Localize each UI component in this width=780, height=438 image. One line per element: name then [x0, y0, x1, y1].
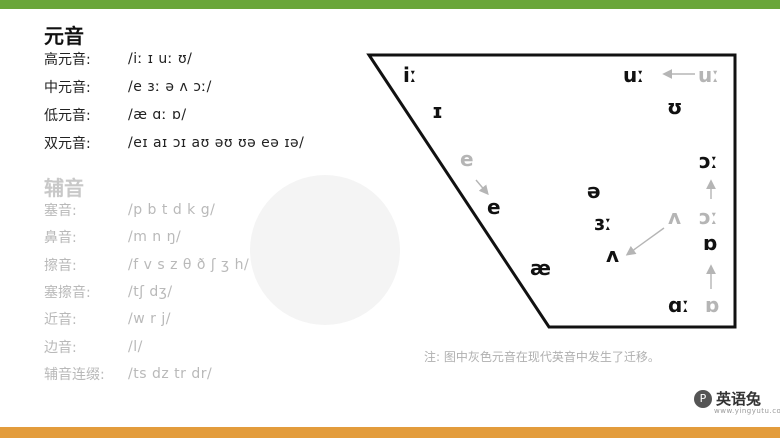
consonant-label: 近音:	[44, 312, 77, 329]
consonant-label: 擦音:	[44, 257, 77, 274]
consonant-ipa: /l/	[128, 338, 143, 355]
consonants-heading: 辅音	[44, 176, 84, 200]
vowel-ipa: /eɪ aɪ ɔɪ aʊ əʊ ʊə eə ɪə/	[128, 135, 305, 151]
vowel-symbol-or-old: ɔː	[699, 205, 718, 229]
vowel-symbol-I: ɪ	[432, 99, 443, 123]
consonant-row: 擦音: /f v s z θ ð ʃ ʒ h/	[44, 254, 249, 276]
brand-logo: P 英语兔	[694, 388, 761, 409]
consonant-ipa: /ts dz tr dr/	[128, 365, 213, 382]
vowel-symbol-i: iː	[403, 63, 417, 87]
logo-name: 英语兔	[716, 390, 762, 408]
vowel-label: 双元音:	[44, 136, 91, 152]
consonant-row: 近音: /w r j/	[44, 308, 171, 330]
vowel-symbol-ae: æ	[530, 256, 551, 280]
shift-arrow-e	[475, 179, 489, 196]
vowel-symbol-u-old: uː	[698, 63, 719, 87]
vowel-row: 低元音: /æ ɑː ɒ/	[44, 104, 187, 126]
logo-mark-icon: P	[694, 389, 712, 408]
vowel-row: 中元音: /e ɜː ə ʌ ɔː/	[44, 76, 212, 98]
vowel-symbol-wedge-old: ʌ	[668, 205, 681, 229]
bottom-accent-bar	[0, 427, 780, 438]
consonant-label: 鼻音:	[44, 230, 77, 247]
consonant-label: 边音:	[44, 339, 77, 356]
vowel-ipa: /iː ɪ uː ʊ/	[128, 51, 193, 67]
vowel-symbol-er: ɜː	[594, 211, 612, 235]
vowel-label: 低元音:	[44, 108, 91, 124]
consonant-row: 塞音: /p b t d k g/	[44, 199, 215, 221]
vowel-symbol-schwa: ə	[587, 179, 601, 203]
consonant-label: 塞音:	[44, 203, 77, 219]
vowel-symbol-wedge: ʌ	[606, 243, 619, 267]
vowels-heading: 元音	[44, 24, 84, 48]
consonant-row: 辅音连缀: /ts dz tr dr/	[44, 363, 212, 385]
vowel-ipa: /e ɜː ə ʌ ɔː/	[128, 79, 212, 95]
consonant-ipa: /w r j/	[128, 311, 171, 328]
vowel-symbol-U: ʊ	[667, 95, 682, 119]
vowel-symbol-or: ɔː	[699, 149, 718, 173]
shift-arrow-wedge	[625, 227, 665, 256]
vowel-row: 双元音: /eɪ aɪ ɔɪ aʊ əʊ ʊə eə ɪə/	[44, 132, 304, 154]
vowel-label: 高元音:	[44, 52, 91, 68]
consonant-ipa: /tʃ dʒ/	[128, 283, 173, 300]
consonant-row: 边音: /l/	[44, 336, 143, 358]
vowel-symbol-e-old: e	[460, 147, 474, 171]
vowel-symbol-a: ɑː	[668, 293, 689, 317]
consonant-ipa: /m n ŋ/	[128, 229, 182, 246]
consonant-ipa: /f v s z θ ð ʃ ʒ h/	[128, 256, 250, 273]
vowel-row: 高元音: /iː ɪ uː ʊ/	[44, 48, 192, 70]
consonant-label: 辅音连缀:	[44, 366, 105, 383]
consonant-row: 鼻音: /m n ŋ/	[44, 226, 181, 248]
consonant-label: 塞擦音:	[44, 284, 91, 301]
vowel-ipa: /æ ɑː ɒ/	[128, 107, 187, 123]
consonant-ipa: /p b t d k g/	[128, 202, 216, 218]
vowel-symbol-e: e	[487, 195, 501, 219]
consonant-row: 塞擦音: /tʃ dʒ/	[44, 281, 173, 303]
vowel-label: 中元音:	[44, 80, 91, 96]
logo-site: www.yingyutu.com	[714, 407, 780, 415]
watermark-circle	[250, 175, 400, 325]
top-accent-bar	[0, 0, 780, 9]
vowel-trapezoid	[366, 53, 737, 329]
vowel-symbol-o: ɒ	[703, 231, 717, 255]
vowel-symbol-o-old: ɒ	[705, 293, 719, 317]
chart-note: 注: 图中灰色元音在现代英音中发生了迁移。	[424, 350, 660, 364]
vowel-symbol-u: uː	[623, 63, 644, 87]
